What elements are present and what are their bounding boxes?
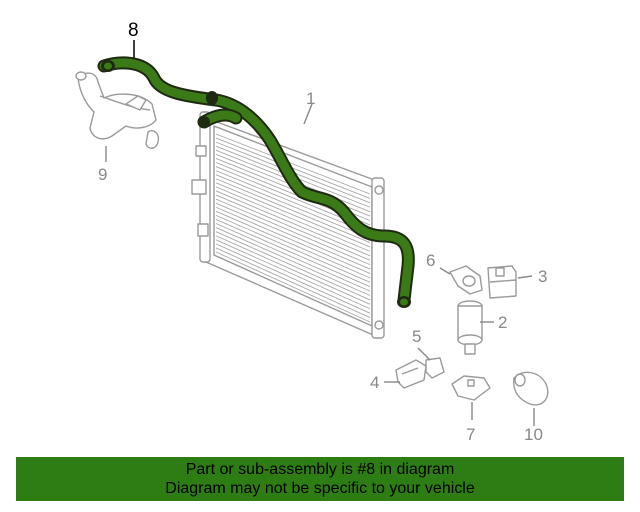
callout-4: 4 <box>370 373 379 392</box>
radiator-fin-line <box>215 133 371 195</box>
fitting-part-10[interactable] <box>513 371 549 406</box>
radiator-fin-line <box>215 243 371 314</box>
radiator-fin-line <box>215 251 371 323</box>
leader-5 <box>417 347 431 361</box>
callout-1: 1 <box>306 89 315 108</box>
clip-part-5[interactable] <box>425 357 445 379</box>
radiator-fin-line <box>215 190 371 257</box>
banner-line-1: Part or sub-assembly is #8 in diagram <box>185 461 455 478</box>
radiator-fin-line <box>215 202 371 270</box>
radiator-fin-line <box>215 235 371 305</box>
radiator-fin-line <box>215 206 371 274</box>
callout-9: 9 <box>98 165 107 184</box>
leader-1 <box>303 103 313 125</box>
radiator-fin-line <box>215 186 371 252</box>
reservoir-pipe-part-9[interactable] <box>75 71 160 149</box>
radiator-fin-line <box>215 214 371 283</box>
radiator-fin-line <box>215 174 371 239</box>
hose-part-8[interactable] <box>97 56 415 308</box>
callout-5: 5 <box>412 327 421 346</box>
radiator-fin-line <box>215 198 371 266</box>
callout-6: 6 <box>426 251 435 270</box>
leader-6 <box>439 267 451 275</box>
callout-3: 3 <box>538 267 547 286</box>
callout-2: 2 <box>498 313 507 332</box>
radiator-fin-line <box>215 223 371 292</box>
radiator-fin-line <box>215 210 371 279</box>
callout-7: 7 <box>466 425 475 444</box>
radiator-fin-line <box>215 194 371 261</box>
mount-part-7[interactable] <box>451 375 491 401</box>
radiator-fin-line <box>215 219 371 288</box>
radiator-fin-line <box>215 182 371 248</box>
radiator-fin-line <box>215 239 371 310</box>
bracket-part-4[interactable] <box>395 359 427 389</box>
leader-3 <box>517 275 533 279</box>
callout-8: 8 <box>128 20 139 41</box>
callout-10: 10 <box>524 425 543 444</box>
info-banner: Part or sub-assembly is #8 in diagram Di… <box>16 457 624 501</box>
radiator-fin-line <box>215 170 371 235</box>
parts-diagram: 1 2 3 4 5 6 7 8 9 10 <box>75 20 549 444</box>
radiator-fin-line <box>215 247 371 318</box>
sensor-part-2[interactable] <box>457 300 483 355</box>
radiator-fin-line <box>215 178 371 243</box>
radiator-fin-line <box>215 227 371 296</box>
bracket-part-6[interactable] <box>449 265 483 295</box>
cap-part-3[interactable] <box>487 265 517 299</box>
radiator-fin-line <box>215 231 371 301</box>
banner-line-2: Diagram may not be specific to your vehi… <box>165 480 475 497</box>
